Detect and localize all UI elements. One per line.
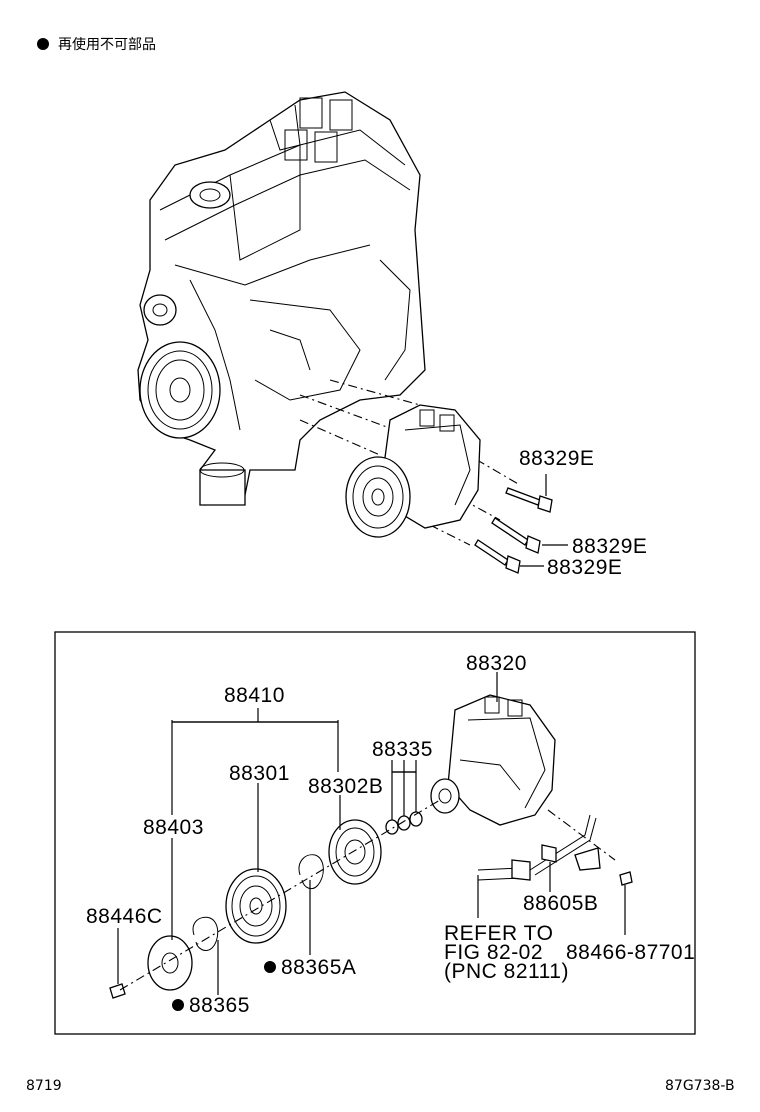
label-pulley: 88301 xyxy=(229,762,290,785)
detail-frame xyxy=(54,631,696,1035)
label-connector: 88605B xyxy=(523,892,598,915)
footer-left: 8719 xyxy=(26,1078,62,1094)
label-bracket-bolt: 88466-87701 xyxy=(566,941,695,964)
non-reusable-bullet-icon xyxy=(264,961,276,973)
legend-bullet-icon xyxy=(37,38,49,50)
label-refer-3: (PNC 82111) xyxy=(444,960,569,983)
non-reusable-bullet-icon xyxy=(172,999,184,1011)
hub-bolt-88446c xyxy=(109,983,126,999)
snap-ring-88365 xyxy=(192,916,219,951)
o-ring-2 xyxy=(397,815,411,831)
label-o-rings: 88335 xyxy=(372,738,433,761)
compressor-detail xyxy=(430,694,556,826)
label-bolt-1: 88329E xyxy=(519,447,594,470)
label-hub: 88403 xyxy=(143,816,204,839)
hose-connector xyxy=(477,814,633,886)
o-ring-1 xyxy=(385,819,399,835)
snap-ring-88365a xyxy=(298,854,324,890)
hub-88403 xyxy=(147,935,193,991)
label-snap-ring-a: 88365A xyxy=(281,956,356,979)
bolt-88329e-2 xyxy=(491,517,541,554)
label-compressor: 88320 xyxy=(466,652,527,675)
label-hub-bolt: 88446C xyxy=(86,905,163,928)
label-clutch-assy: 88410 xyxy=(224,684,285,707)
label-refer-2: FIG 82-02 xyxy=(444,941,543,964)
label-bolt-3: 88329E xyxy=(547,556,622,579)
label-refer-1: REFER TO xyxy=(444,922,553,945)
footer-right: 87G738-B xyxy=(665,1078,735,1094)
label-stator: 88302B xyxy=(308,775,383,798)
bolt-88329e-3 xyxy=(474,539,521,574)
pulley-88301 xyxy=(225,868,287,944)
stator-88302b xyxy=(328,819,382,885)
engine-illustration xyxy=(137,91,426,506)
engine-compressor xyxy=(345,404,481,538)
label-snap-ring: 88365 xyxy=(189,994,250,1017)
bolt-88329e-1 xyxy=(505,487,553,513)
legend-text: 再使用不可部品 xyxy=(58,36,156,53)
label-bolt-2: 88329E xyxy=(572,535,647,558)
